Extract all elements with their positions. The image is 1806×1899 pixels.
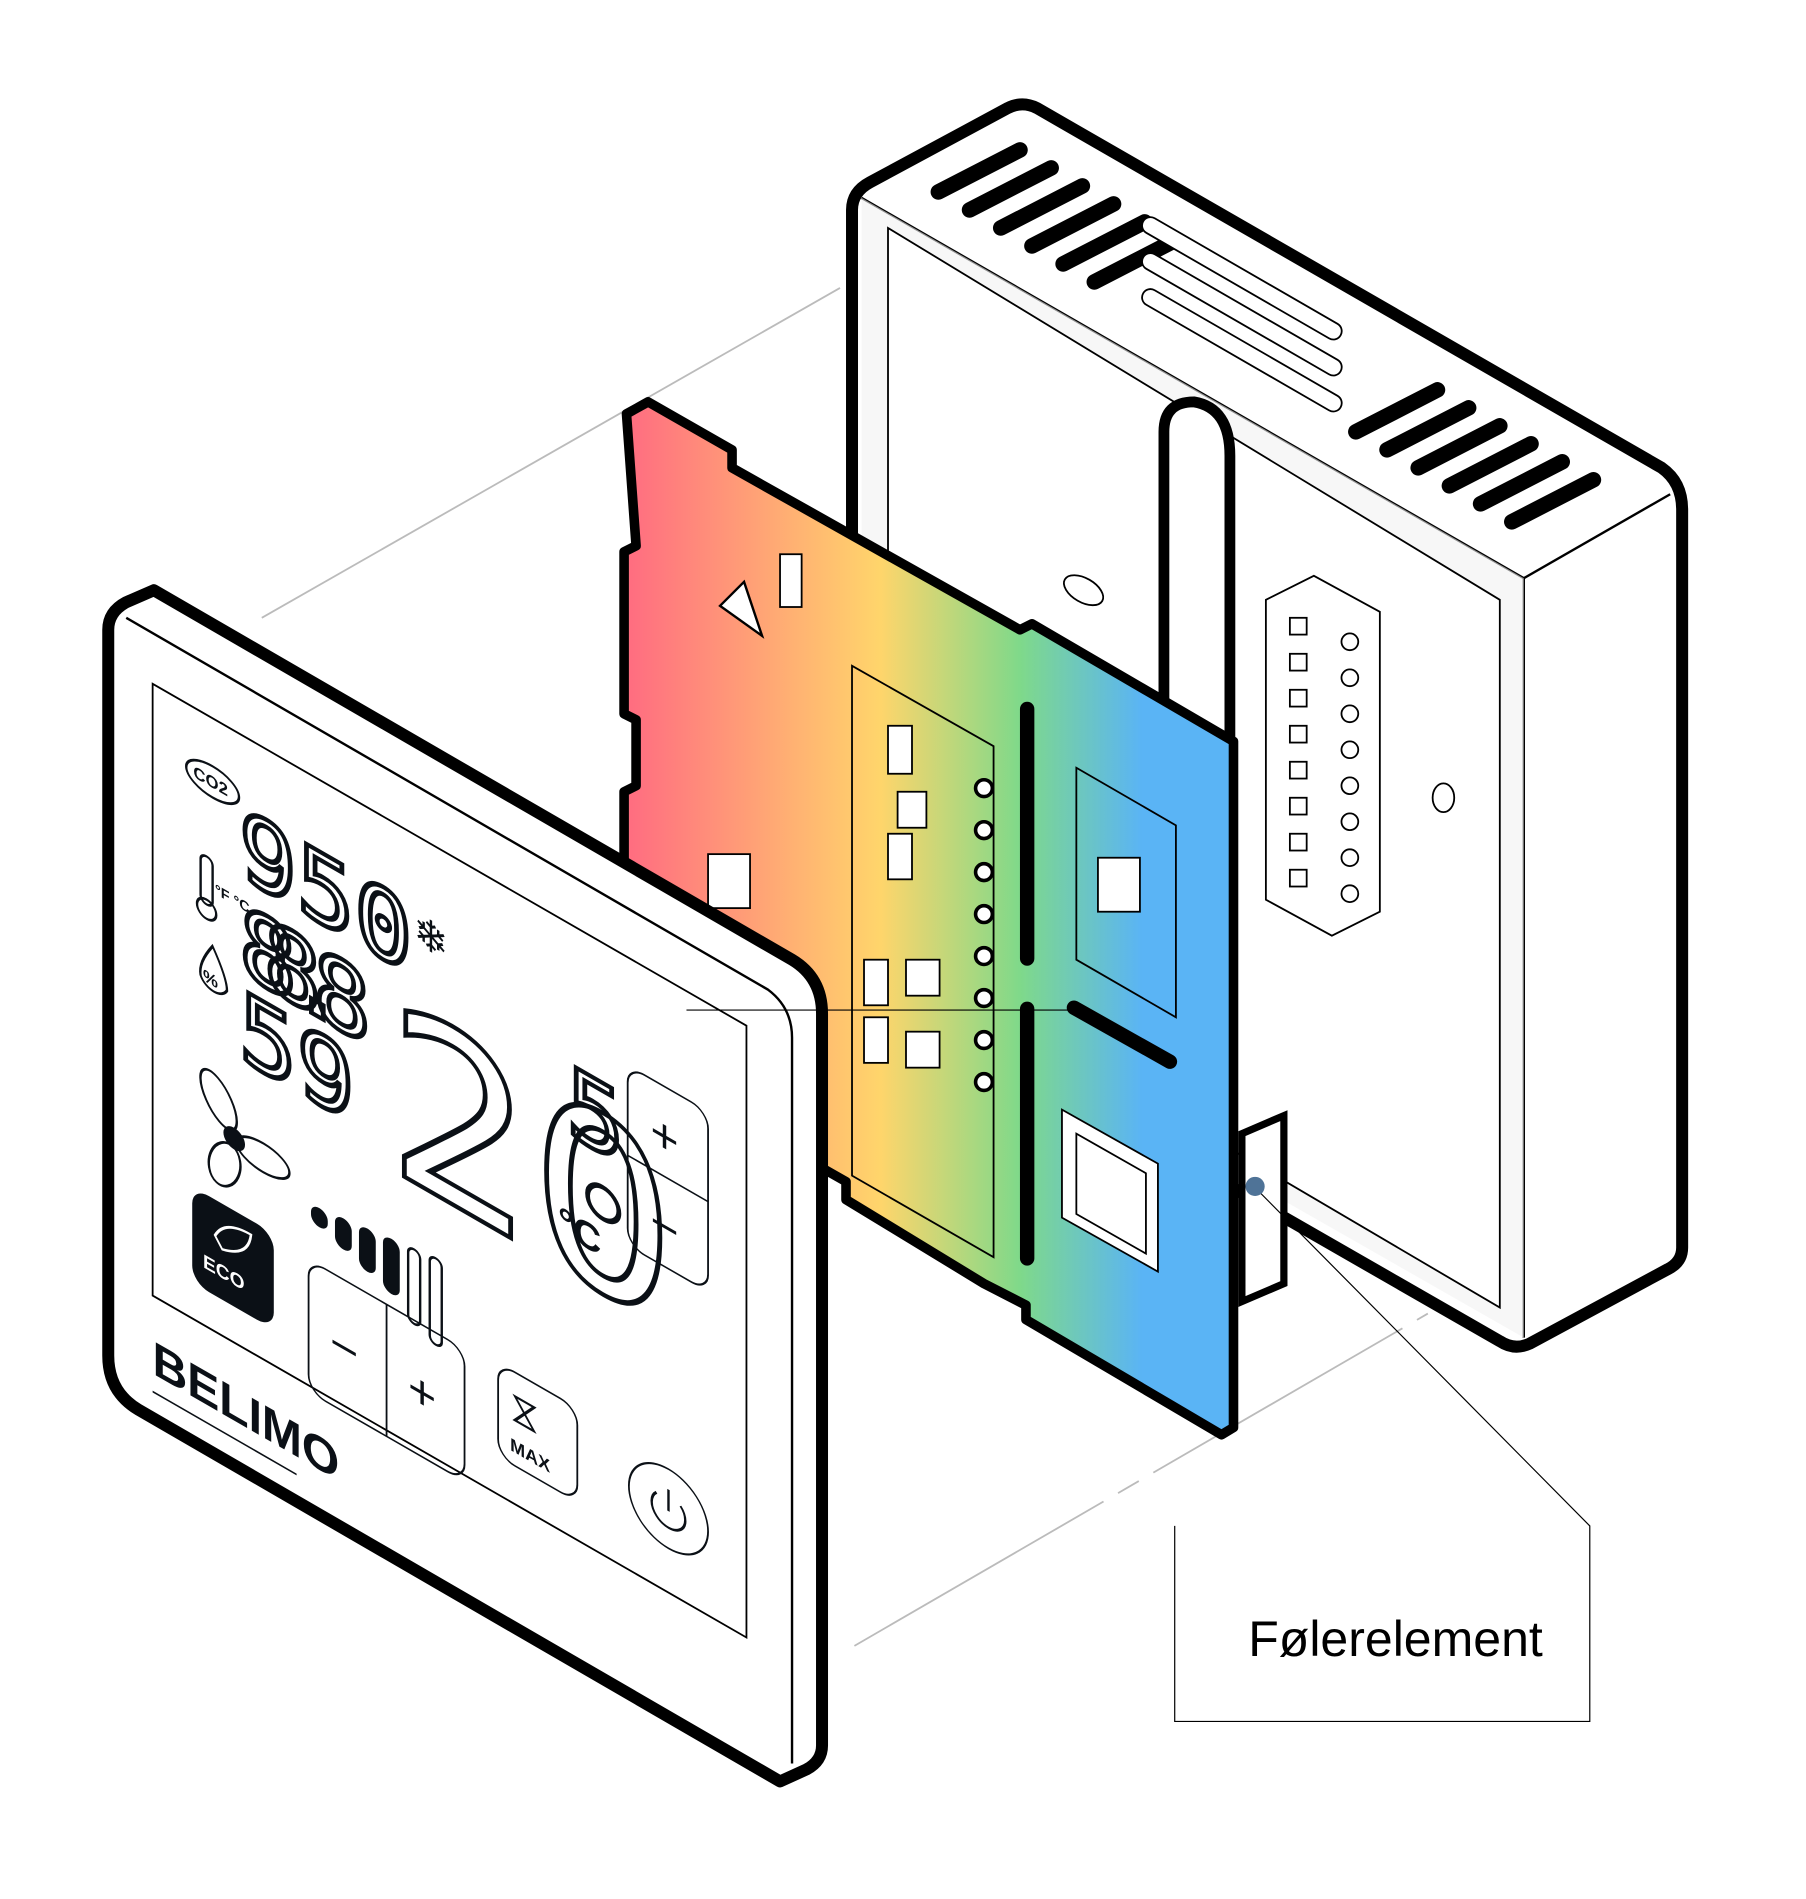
leaf-icon bbox=[213, 1225, 253, 1253]
power-icon bbox=[650, 1490, 687, 1532]
humidity-icon bbox=[199, 943, 229, 996]
circuit-board bbox=[619, 397, 1288, 1440]
guide-lines bbox=[261, 287, 1429, 1647]
eco-button[interactable]: ECO bbox=[192, 1186, 274, 1329]
vent-slots bbox=[930, 142, 1602, 530]
power-button[interactable] bbox=[627, 1446, 709, 1571]
thermometer-icon bbox=[195, 854, 218, 922]
lcd-screen bbox=[151, 682, 748, 1640]
sensor-callout bbox=[686, 1009, 1591, 1723]
fan-icon bbox=[199, 1067, 291, 1188]
fan-level-indicator bbox=[310, 1206, 443, 1348]
sensor-element-marker bbox=[1245, 1176, 1265, 1197]
hourglass-icon bbox=[512, 1393, 537, 1434]
pcb-contact-pads bbox=[973, 777, 995, 1093]
setpoint-buttons bbox=[626, 1071, 709, 1286]
humidity-percent-icon: % bbox=[203, 966, 218, 993]
sensor-element-label: Følerelement bbox=[1248, 1610, 1543, 1667]
terminal-block bbox=[1264, 574, 1381, 937]
fan-speed-buttons bbox=[307, 1265, 466, 1476]
front-panel: CO2 950 °F °C 88.8 % 59 ❄ 20 5 °C bbox=[102, 584, 829, 1788]
